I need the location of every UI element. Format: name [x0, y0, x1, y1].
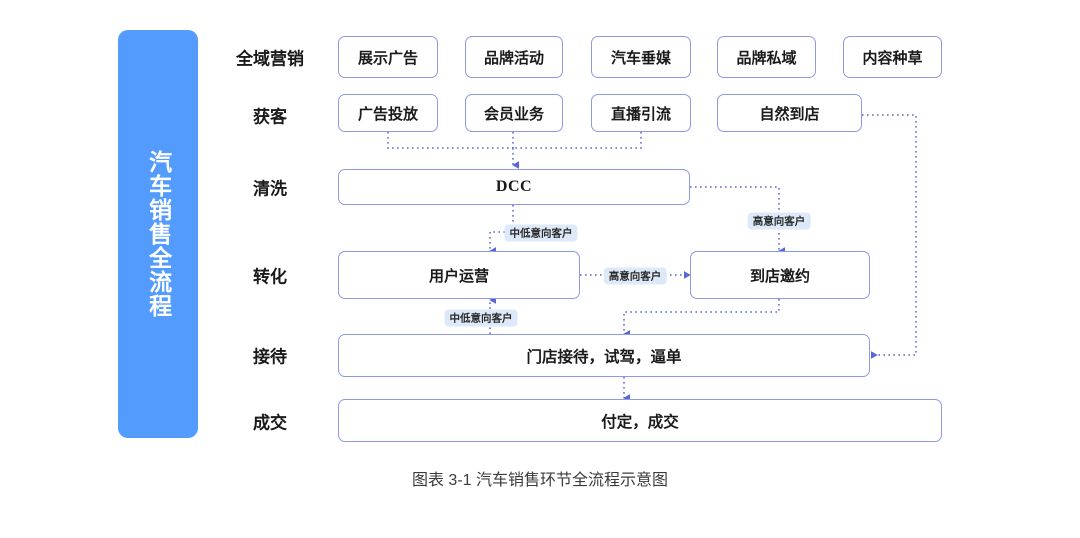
node-store-invitation[interactable]: 到店邀约 — [690, 251, 870, 299]
node-walk-in[interactable]: 自然到店 — [717, 94, 862, 132]
node-display-ads[interactable]: 展示广告 — [338, 36, 438, 78]
node-content-seeding[interactable]: 内容种草 — [843, 36, 942, 78]
stage-label-conversion: 转化 — [253, 267, 287, 287]
node-membership-business[interactable]: 会员业务 — [465, 94, 563, 132]
edge-invite-to-reception — [623, 299, 780, 338]
edge-label-mid-low-intent-reception: 中低意向客户 — [444, 309, 518, 327]
node-store-reception[interactable]: 门店接待，试驾，逼单 — [338, 334, 870, 377]
stage-label-marketing: 全域营销 — [236, 49, 304, 69]
node-brand-campaign[interactable]: 品牌活动 — [465, 36, 563, 78]
edge-walkin-to-reception — [862, 114, 917, 359]
edge-label-mid-low-intent-dcc: 中低意向客户 — [504, 224, 578, 242]
edge-label-high-intent-useroperation: 高意向客户 — [603, 267, 667, 285]
node-brand-private-domain[interactable]: 品牌私域 — [717, 36, 816, 78]
vertical-banner: 汽车销售全流程 — [118, 30, 198, 438]
node-deal-closing[interactable]: 付定，成交 — [338, 399, 942, 442]
stage-label-deal: 成交 — [253, 413, 287, 433]
edge-ad-to-bus — [387, 132, 513, 149]
edge-live-to-bus — [513, 132, 642, 149]
node-livestream-traffic[interactable]: 直播引流 — [591, 94, 691, 132]
node-dcc[interactable]: DCC — [338, 169, 690, 205]
stage-label-cleaning: 清洗 — [253, 179, 287, 199]
stage-label-acquisition: 获客 — [253, 107, 287, 127]
node-ad-placement[interactable]: 广告投放 — [338, 94, 438, 132]
stage-label-reception: 接待 — [253, 347, 287, 367]
node-user-operation[interactable]: 用户运营 — [338, 251, 580, 299]
node-auto-vertical-media[interactable]: 汽车垂媒 — [591, 36, 691, 78]
figure-caption: 图表 3-1 汽车销售环节全流程示意图 — [411, 472, 669, 489]
banner-label: 汽车销售全流程 — [145, 150, 171, 318]
edge-label-high-intent-dcc: 高意向客户 — [747, 212, 811, 230]
